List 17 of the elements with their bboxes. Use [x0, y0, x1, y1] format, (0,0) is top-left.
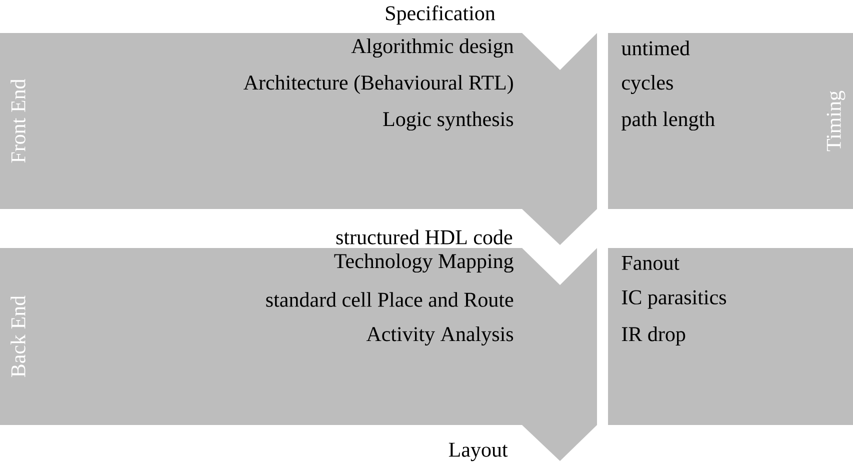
step-text: Activity Analysis — [366, 326, 514, 346]
metric-text: Fanout — [622, 256, 680, 270]
metric-text: path length — [622, 111, 715, 131]
step-text: standard cell Place and Route — [266, 292, 514, 307]
rotated-label: Back End — [10, 296, 26, 377]
metric-text: IC parasitics — [622, 290, 726, 309]
stage-label: Layout — [448, 442, 508, 462]
stage-label: structured HDL code — [336, 230, 512, 244]
metric-text: cycles — [622, 74, 673, 94]
step-text: Architecture (Behavioural RTL) — [244, 74, 513, 94]
step-text: Algorithmic design — [351, 38, 514, 58]
step-text: Technology Mapping — [334, 253, 514, 273]
rotated-label: Front End — [10, 78, 26, 163]
metric-text: untimed — [622, 40, 690, 56]
metric-text: IR drop — [622, 326, 686, 346]
step-text: Logic synthesis — [383, 111, 514, 131]
rotated-label: Timing — [826, 90, 846, 152]
